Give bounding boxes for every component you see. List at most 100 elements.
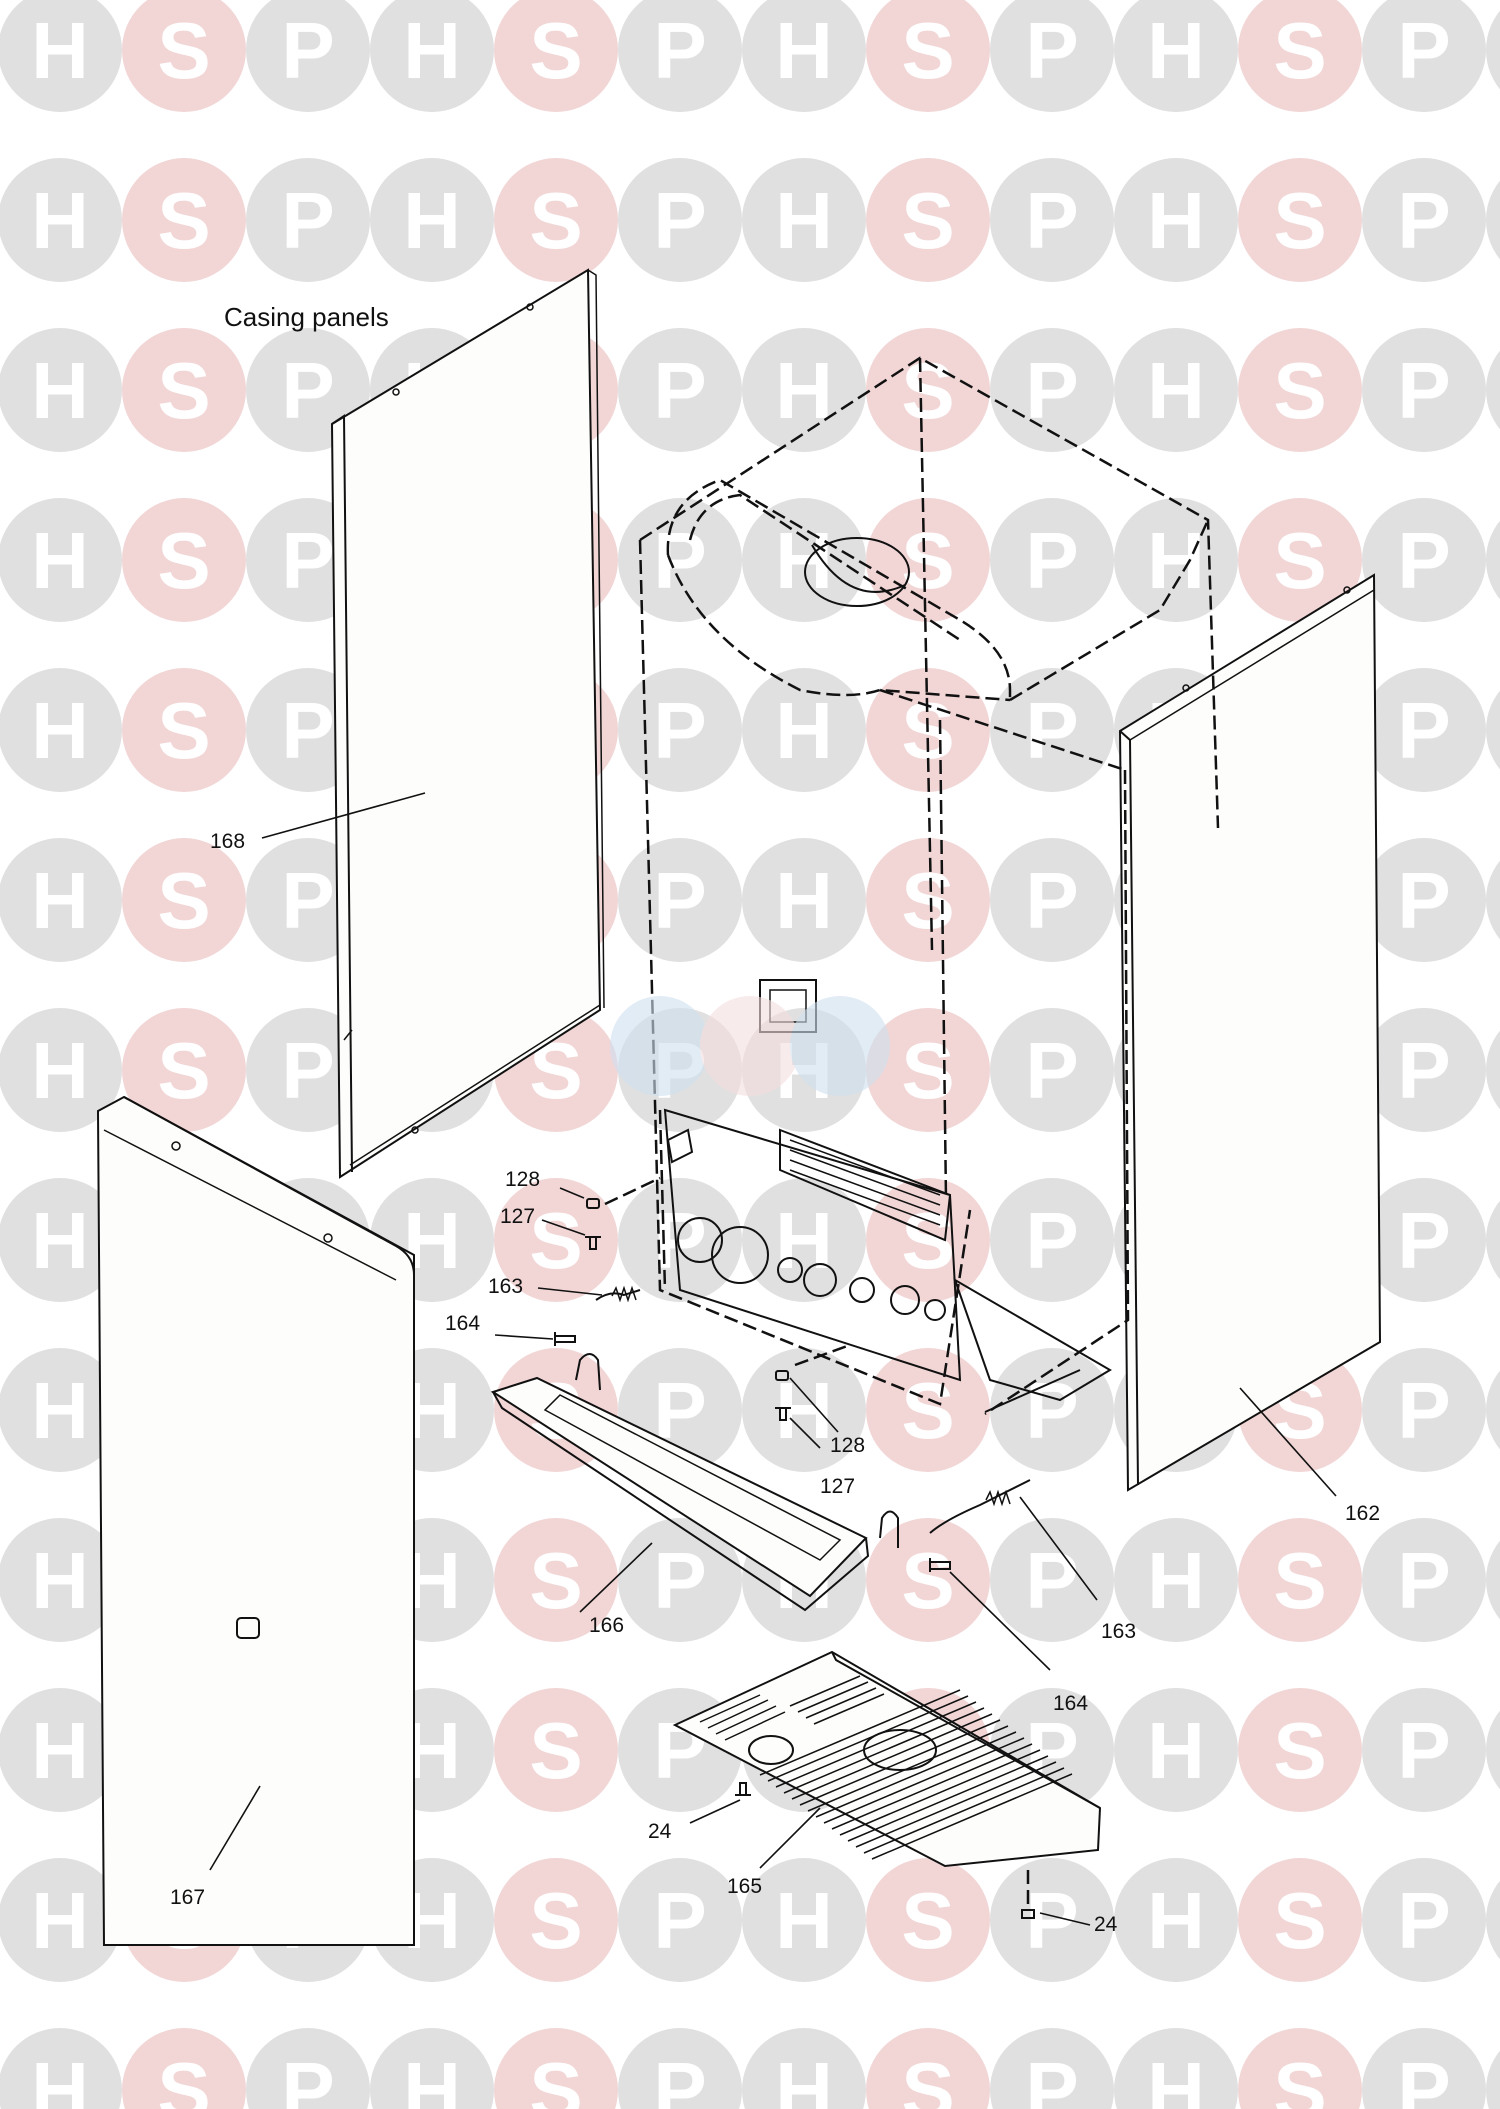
watermark-letter: S [529, 2046, 582, 2109]
watermark-circle [742, 668, 866, 792]
callout-166: 166 [589, 1614, 624, 1637]
watermark-letter: S [1273, 346, 1326, 435]
watermark-letter: S [529, 1706, 582, 1795]
part-128-lower [775, 1343, 851, 1433]
watermark-letter: S [1273, 1876, 1326, 1965]
watermark-letter: H [775, 2046, 833, 2109]
watermark-circle [1486, 1880, 1500, 1960]
watermark-circle [866, 0, 990, 112]
watermark-letter: P [1397, 856, 1450, 945]
watermark-letter: P [1025, 516, 1078, 605]
watermark-letter: P [1397, 1876, 1450, 1965]
watermark-circle [866, 1518, 990, 1642]
watermark-letter: H [31, 346, 89, 435]
watermark-circle [618, 0, 742, 112]
watermark-circle [742, 2028, 866, 2109]
callout-163-right: 163 [1101, 1620, 1136, 1643]
watermark-circle [494, 1178, 618, 1302]
watermark-letter: P [1397, 2046, 1450, 2109]
boiler-chassis [638, 356, 1220, 1416]
watermark-circle [494, 2028, 618, 2109]
watermark-circle [1362, 1178, 1486, 1302]
watermark-circle [866, 2028, 990, 2109]
watermark-circle [1486, 860, 1500, 940]
watermark-letter: P [653, 516, 706, 605]
watermark-circle [1238, 0, 1362, 112]
watermark-letter: P [281, 686, 334, 775]
watermark-letter: P [653, 1876, 706, 1965]
screw-24-left [689, 1782, 751, 1824]
part-128-upper [559, 1176, 661, 1209]
watermark-circle [1362, 0, 1486, 112]
watermark-circle [1486, 2050, 1500, 2109]
watermark-circle [1486, 1710, 1500, 1790]
callout-128-lower: 128 [830, 1434, 865, 1457]
watermark-circle [742, 498, 866, 622]
watermark-circle [1362, 158, 1486, 282]
watermark-letter: S [901, 2046, 954, 2109]
watermark-letter: S [901, 346, 954, 435]
watermark-letter: S [157, 1026, 210, 1115]
watermark-letter: P [1397, 1026, 1450, 1115]
watermark-circle [1114, 2028, 1238, 2109]
watermark-letter: H [1147, 1876, 1205, 1965]
watermark-letter: S [157, 686, 210, 775]
watermark-letter: P [281, 1026, 334, 1115]
watermark-letter: S [1273, 2046, 1326, 2109]
watermark-circle [0, 1008, 122, 1132]
watermark-circle [0, 1348, 122, 1472]
callout-163-left: 163 [488, 1275, 523, 1298]
watermark-circle [866, 498, 990, 622]
watermark-circle [370, 2028, 494, 2109]
watermark-circle [1362, 328, 1486, 452]
watermark-letter: H [775, 346, 833, 435]
watermark-circle [0, 0, 122, 112]
callout-127-lower: 127 [820, 1475, 855, 1498]
watermark-letter: H [31, 1536, 89, 1625]
watermark-circle [0, 1518, 122, 1642]
watermark-letter: H [775, 686, 833, 775]
watermark-letter: P [1397, 1366, 1450, 1455]
watermark-circle [494, 1688, 618, 1812]
watermark-letter: H [31, 1706, 89, 1795]
watermark-letter: S [901, 1876, 954, 1965]
watermark-letter: P [653, 1536, 706, 1625]
watermark-letter: H [31, 856, 89, 945]
watermark-circle [1486, 10, 1500, 90]
watermark-circle [618, 1518, 742, 1642]
watermark-circle [494, 1858, 618, 1982]
spring-163-left [537, 1285, 641, 1303]
watermark-letter: H [403, 2046, 461, 2109]
watermark-circle [742, 158, 866, 282]
watermark-circle [1114, 1688, 1238, 1812]
watermark-letter: P [281, 6, 334, 95]
watermark-circle [990, 838, 1114, 962]
watermark-circle [1362, 1858, 1486, 1982]
watermark-circle [742, 1178, 866, 1302]
watermark-circle [122, 1008, 246, 1132]
watermark-circle [1114, 328, 1238, 452]
watermark-letter: P [1397, 1196, 1450, 1285]
part-127-upper [541, 1219, 601, 1250]
watermark-letter: P [1397, 1706, 1450, 1795]
watermark-letter: H [1147, 346, 1205, 435]
watermark-letter: P [1397, 176, 1450, 265]
callout-127-upper: 127 [500, 1205, 535, 1228]
watermark-letter: H [775, 1196, 833, 1285]
watermark-letter: S [157, 346, 210, 435]
watermark-circle [0, 1858, 122, 1982]
callout-167: 167 [170, 1886, 205, 1909]
screw-24-right [1021, 1870, 1091, 1926]
watermark-letter: P [653, 176, 706, 265]
callout-168: 168 [210, 830, 245, 853]
watermark-circle [1238, 1688, 1362, 1812]
watermark-circle [1238, 1518, 1362, 1642]
watermark-circle [1486, 180, 1500, 260]
watermark-circle [494, 1518, 618, 1642]
watermark-letter: P [281, 2046, 334, 2109]
watermark-circle [990, 1348, 1114, 1472]
pin-164-left [494, 1332, 576, 1346]
watermark-circle [990, 498, 1114, 622]
watermark-letter: P [1025, 1026, 1078, 1115]
watermark-circle [122, 668, 246, 792]
